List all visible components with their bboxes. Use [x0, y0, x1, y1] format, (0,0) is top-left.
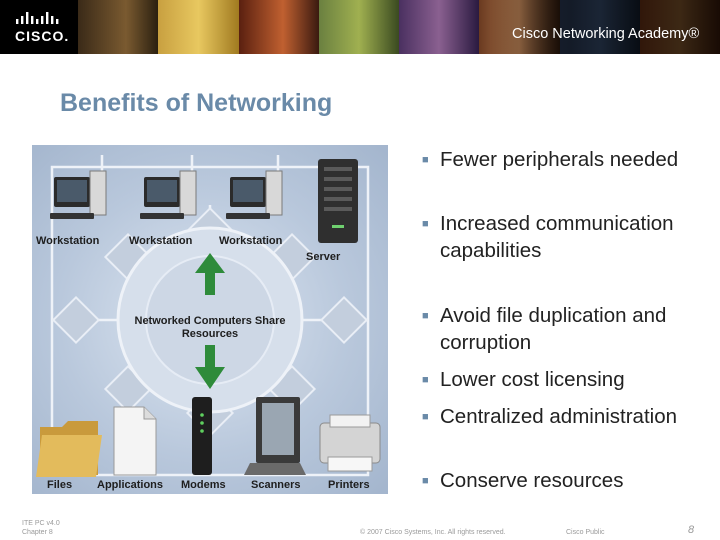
- network-diagram: Workstation Workstation Workstation Serv…: [32, 145, 388, 494]
- banner-photo: [158, 0, 239, 54]
- center-label: Networked Computers Share Resources: [134, 315, 286, 340]
- list-item: ■ Conserve resources: [422, 467, 695, 495]
- banner-photo: [318, 0, 399, 54]
- applications-icon: [113, 406, 157, 476]
- bullet-text: Avoid file duplication and corruption: [440, 304, 667, 354]
- cisco-wordmark: CISCO.: [15, 28, 70, 44]
- files-icon: [36, 421, 102, 477]
- footer-classification: Cisco Public: [566, 529, 605, 536]
- bullet-text: Increased communication capabilities: [440, 212, 674, 262]
- scanners-icon: [244, 397, 306, 475]
- footer-course: ITE PC v4.0: [22, 520, 60, 527]
- list-item: ■ Centralized administration: [422, 403, 695, 431]
- bullet-text: Fewer peripherals needed: [440, 148, 679, 171]
- list-item: ■ Avoid file duplication and corruption: [422, 302, 695, 356]
- workstation-1-icon: [50, 170, 107, 219]
- footer-chapter: Chapter 8: [22, 529, 53, 536]
- banner-fade: [490, 0, 720, 54]
- square-bullet-icon: ■: [422, 218, 429, 230]
- workstation-label-3: Workstation: [219, 235, 283, 247]
- workstation-3-icon: [226, 170, 283, 219]
- server-label: Server: [306, 251, 341, 263]
- cisco-bridge-logo-icon: [16, 12, 59, 24]
- slide-title: Benefits of Networking: [60, 89, 333, 117]
- list-item: ■ Lower cost licensing: [422, 366, 695, 394]
- cisco-logo: CISCO.: [0, 0, 78, 54]
- square-bullet-icon: ■: [422, 154, 429, 166]
- scanners-label: Scanners: [251, 479, 301, 491]
- header-banner: CISCO. Cisco Networking Academy®: [0, 0, 720, 54]
- square-bullet-icon: ■: [422, 374, 429, 386]
- share-arrow-icon: [195, 253, 225, 389]
- square-bullet-icon: ■: [422, 475, 429, 487]
- modems-icon: [192, 397, 212, 475]
- files-label: Files: [47, 479, 73, 491]
- banner-photo: [399, 0, 480, 54]
- applications-label: Applications: [97, 479, 164, 491]
- modems-label: Modems: [181, 479, 226, 491]
- footer-copyright: © 2007 Cisco Systems, Inc. All rights re…: [360, 529, 506, 536]
- square-bullet-icon: ■: [422, 411, 429, 423]
- printers-label: Printers: [328, 479, 370, 491]
- list-item: ■ Increased communication capabilities: [422, 210, 695, 264]
- bullet-text: Lower cost licensing: [440, 368, 625, 391]
- workstation-label-1: Workstation: [36, 235, 100, 247]
- printers-icon: [319, 414, 381, 472]
- network-diagram-graphic: [36, 155, 381, 477]
- academy-name: Cisco Networking Academy®: [512, 26, 700, 42]
- workstation-2-icon: [140, 170, 197, 219]
- square-bullet-icon: ■: [422, 310, 429, 322]
- bullet-text: Conserve resources: [440, 469, 624, 492]
- bullet-text: Centralized administration: [440, 405, 678, 428]
- server-icon: [318, 159, 358, 243]
- workstation-label-2: Workstation: [129, 235, 193, 247]
- list-item: ■ Fewer peripherals needed: [422, 146, 695, 174]
- page-number: 8: [688, 524, 695, 536]
- banner-photo: [78, 0, 159, 54]
- banner-photo: [238, 0, 319, 54]
